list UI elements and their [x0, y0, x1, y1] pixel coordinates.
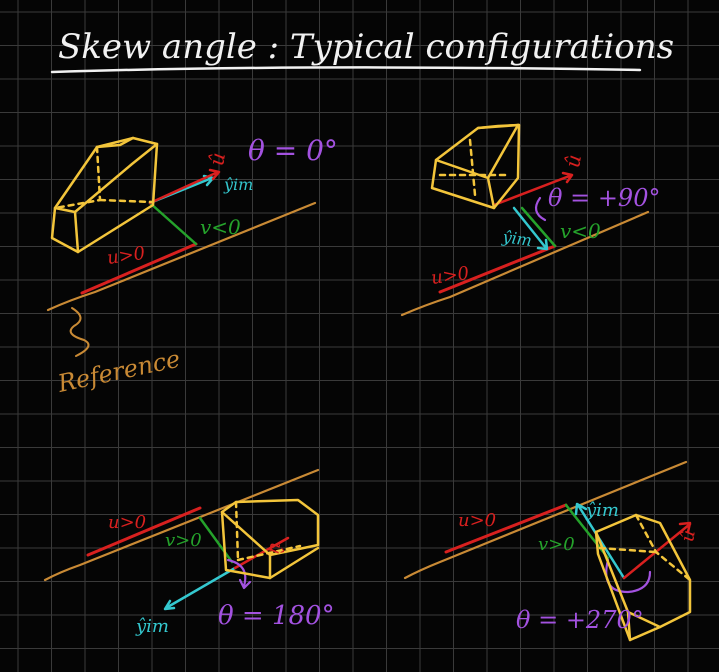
- v-label: v>0: [165, 530, 202, 551]
- v-label: v<0: [200, 215, 241, 239]
- prism-box: [220, 498, 320, 580]
- y-im-vector: [512, 206, 549, 251]
- y-im-label: ŷim: [585, 500, 619, 521]
- y-im-label: ŷim: [500, 227, 533, 250]
- v-segment: [198, 516, 234, 564]
- u-hat-label: û: [204, 151, 230, 168]
- theta-arc: [226, 558, 252, 590]
- title-group: Skew angle : Typical configurations: [50, 27, 674, 74]
- theta-label: θ = +270°: [516, 606, 644, 634]
- y-im-vector: [163, 566, 237, 611]
- theta-label: θ = +90°: [548, 184, 660, 212]
- v-label: v<0: [560, 219, 601, 243]
- v-label: v>0: [538, 534, 575, 555]
- title-underline: [50, 66, 642, 74]
- page-title: Skew angle : Typical configurations: [58, 27, 674, 67]
- u-axis-line: [86, 506, 202, 557]
- u-axis-line: [80, 242, 198, 295]
- u-hat-vector: [492, 171, 574, 207]
- y-im-label: ŷim: [223, 175, 253, 194]
- reference-line: [43, 468, 320, 582]
- theta-label: θ = 0°: [248, 134, 338, 167]
- reference-line: [46, 201, 317, 312]
- u-label: u>0: [108, 512, 146, 533]
- u-hat-label: û: [677, 528, 700, 543]
- theta-label: θ = 180°: [218, 601, 335, 631]
- u-label: u>0: [458, 510, 496, 531]
- reference-squiggle: [69, 307, 90, 357]
- u-axis-line: [444, 503, 568, 554]
- u-hat-vector: [622, 521, 692, 580]
- u-hat-label: û: [264, 541, 287, 556]
- v-segment: [148, 201, 198, 246]
- panel-theta-270: θ = +270° û ŷim v>0 u>0: [403, 460, 700, 642]
- u-axis-line: [438, 244, 557, 294]
- v-segment: [520, 206, 557, 248]
- prism-box: [430, 123, 521, 210]
- panel-theta-180: θ = 180° û ŷim v>0 u>0: [43, 468, 335, 637]
- panel-theta-90: θ = +90° û ŷim v<0 u>0: [400, 123, 660, 317]
- reference-line: [403, 460, 688, 580]
- prism-box: [594, 513, 692, 642]
- theta-arc: [534, 196, 547, 222]
- prism-box: [50, 136, 159, 254]
- u-hat-vector: [233, 536, 290, 570]
- y-im-label: ŷim: [135, 616, 169, 637]
- u-hat-label: û: [560, 153, 586, 170]
- reference-line: [400, 210, 650, 317]
- u-hat-vector: [148, 168, 221, 205]
